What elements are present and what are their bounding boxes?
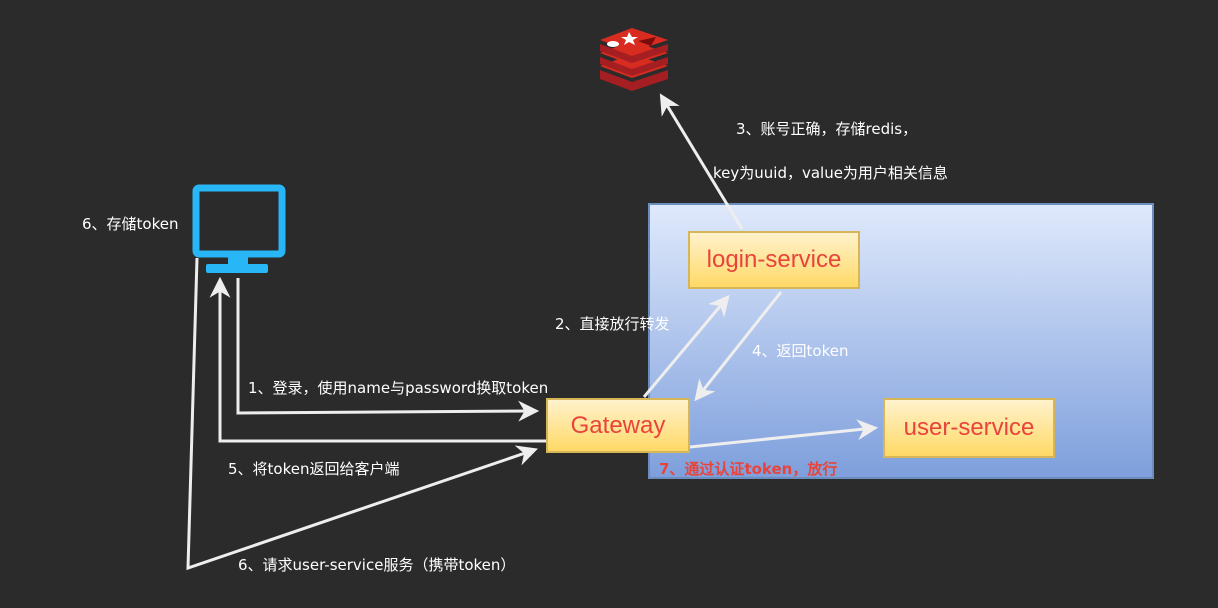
step5-label: 5、将token返回给客户端 [228,460,400,478]
step2-label: 2、直接放行转发 [555,315,670,333]
step3-label-line2: key为uuid，value为用户相关信息 [713,164,948,182]
step3-label-line1: 3、账号正确，存储redis， [736,120,918,138]
step6-store-label: 6、存储token [82,215,179,233]
arrow-pass-through [689,419,879,449]
redis-icon [600,28,668,91]
step1-label: 1、登录，使用name与password换取token [248,379,549,397]
arrow-token-return [209,276,546,443]
arrow-store-redis [659,93,744,230]
step6-request-label: 6、请求user-service服务（携带token） [238,556,516,574]
gateway-node: Gateway [546,398,690,453]
arrow-user-request [186,257,538,571]
arrow-return-token [694,291,783,402]
login-service-node: login-service [688,231,860,289]
step7-label: 7、通过认证token，放行 [659,460,838,478]
step4-label: 4、返回token [752,342,849,360]
user-service-node: user-service [883,398,1055,458]
arrow-login-request [236,278,540,422]
monitor-icon [192,184,286,273]
arrow-forward-login [642,294,730,398]
